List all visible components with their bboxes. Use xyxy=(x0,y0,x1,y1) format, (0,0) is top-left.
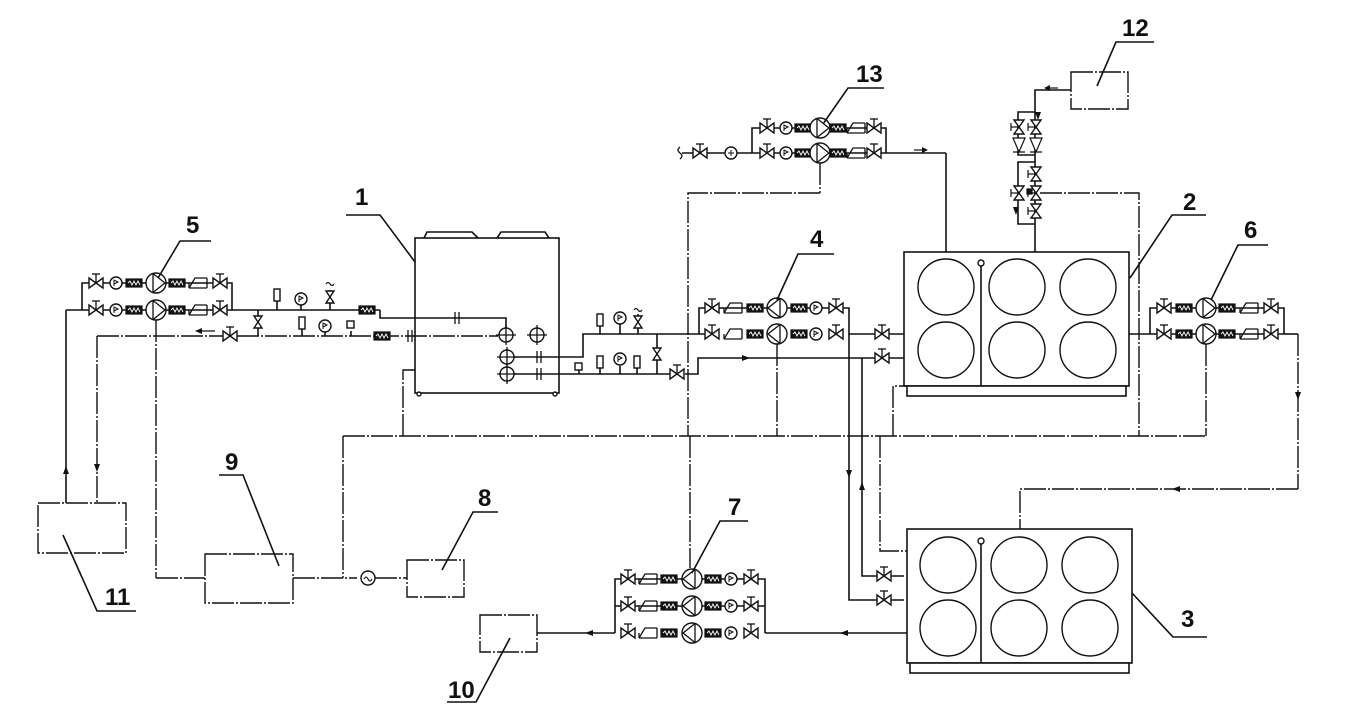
pump-group-6 xyxy=(1019,297,1301,529)
box-9-control-cabinet xyxy=(204,553,294,604)
box-12-makeup-tank xyxy=(1070,71,1129,110)
label-13: 13 xyxy=(822,61,884,125)
label-1: 1 xyxy=(346,184,416,263)
label-3: 3 xyxy=(1131,592,1207,638)
box-8-power xyxy=(406,559,465,598)
label-4: 4 xyxy=(776,226,834,301)
makeup-lines-12 xyxy=(1010,85,1140,436)
svg-text:4: 4 xyxy=(810,226,824,253)
pump-group-5 xyxy=(63,272,233,579)
tank-2 xyxy=(903,251,1130,397)
pump-group-4 xyxy=(698,297,904,436)
unit-1-heat-pump xyxy=(414,231,560,397)
power-source-icon xyxy=(360,570,376,586)
svg-text:7: 7 xyxy=(728,494,741,521)
svg-text:5: 5 xyxy=(186,212,199,239)
label-10: 10 xyxy=(447,637,511,704)
svg-text:2: 2 xyxy=(1183,189,1196,216)
svg-text:8: 8 xyxy=(478,485,491,512)
pump-group-13 xyxy=(677,117,947,436)
box-11-terminal xyxy=(37,502,127,554)
svg-text:3: 3 xyxy=(1181,606,1194,633)
label-5: 5 xyxy=(157,212,211,279)
label-8: 8 xyxy=(441,485,498,571)
label-11: 11 xyxy=(62,534,136,612)
label-2: 2 xyxy=(1129,189,1206,279)
svg-text:1: 1 xyxy=(355,184,368,211)
label-6: 6 xyxy=(1210,217,1268,301)
tank-3 xyxy=(906,528,1133,674)
pump-group-7 xyxy=(537,568,907,644)
box-10-user xyxy=(479,614,538,653)
svg-text:10: 10 xyxy=(448,677,475,704)
svg-text:12: 12 xyxy=(1122,15,1149,42)
svg-text:6: 6 xyxy=(1244,217,1257,244)
label-12: 12 xyxy=(1096,15,1154,87)
svg-text:11: 11 xyxy=(105,584,130,611)
label-7: 7 xyxy=(691,494,748,574)
svg-text:9: 9 xyxy=(225,449,238,476)
svg-text:13: 13 xyxy=(856,61,883,88)
label-9: 9 xyxy=(219,449,280,567)
